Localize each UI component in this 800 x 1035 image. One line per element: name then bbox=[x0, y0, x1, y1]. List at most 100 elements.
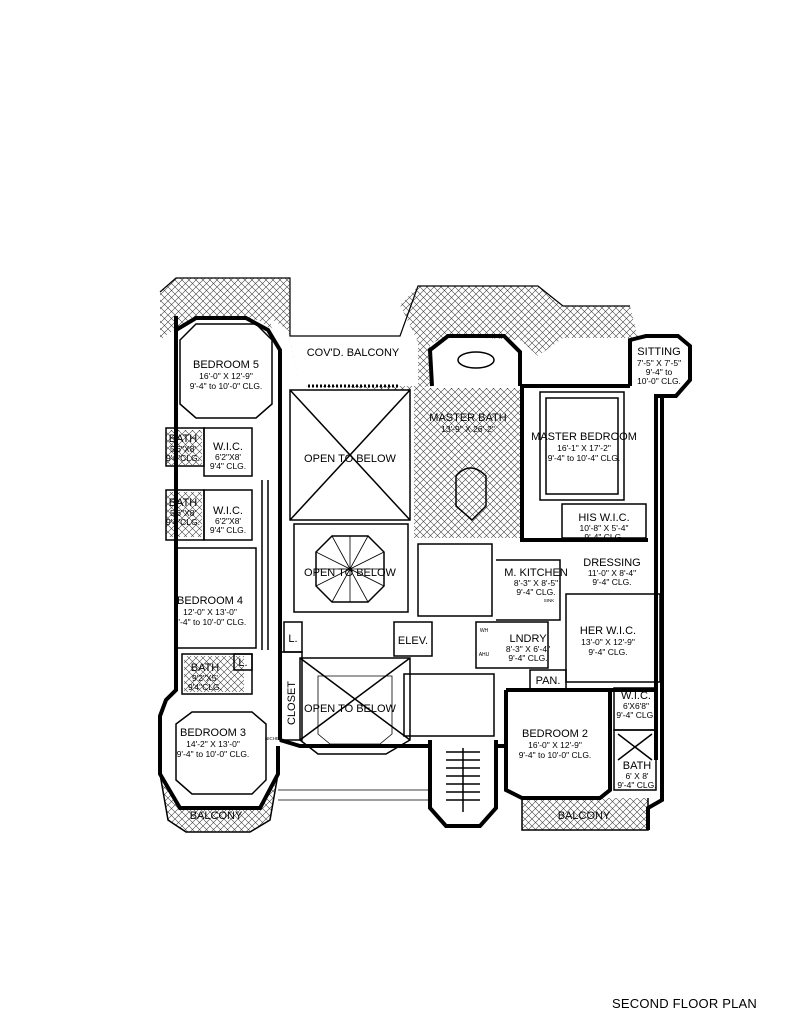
wic-b-size: 6'2"X8' bbox=[215, 516, 241, 526]
linen2-label: L. bbox=[238, 657, 247, 669]
balcony-right-hatch bbox=[522, 798, 648, 830]
lndry-box bbox=[475, 621, 549, 669]
bath-c-clg: 9'4"CLG. bbox=[188, 682, 222, 692]
bedroom5-label: BEDROOM 5 bbox=[193, 359, 259, 371]
bedroom2-size: 16'-0" X 12'-9" bbox=[528, 740, 582, 750]
master-bath-label: MASTER BATH bbox=[429, 412, 506, 424]
pan-label: PAN. bbox=[536, 675, 561, 687]
his-wic-size: 10'-8" X 5'-4" bbox=[580, 523, 629, 533]
lndry-clg: 9'-4" CLG. bbox=[508, 653, 547, 663]
master-bedroom-inner bbox=[539, 391, 625, 501]
m-kitchen-size: 8'-3" X 8'-5" bbox=[514, 578, 558, 588]
balcony-right-label: BALCONY bbox=[558, 810, 611, 822]
master-bedroom-size: 16'-1" X 17'-2" bbox=[557, 443, 611, 453]
stair-walls bbox=[428, 740, 498, 828]
covered-balcony-hatch bbox=[160, 278, 638, 390]
elev-box bbox=[393, 621, 433, 657]
stair-treads bbox=[446, 748, 480, 812]
bedroom5-octagon bbox=[179, 323, 273, 419]
bedroom4-label: BEDROOM 4 bbox=[177, 595, 243, 607]
dressing-size: 11'-0" X 8'-4" bbox=[588, 568, 636, 578]
open-to-below-1: OPEN TO BELOW bbox=[304, 453, 397, 465]
bath-d-size: 6' X 8' bbox=[625, 771, 648, 781]
bath-d-box bbox=[613, 729, 657, 791]
bedroom5-clg: 9'-4" to 10'-0" CLG. bbox=[190, 381, 263, 391]
bath-d-label: BATH bbox=[623, 760, 652, 772]
bedroom3-octagon bbox=[175, 711, 267, 795]
sitting-size: 7'-5" X 7'-5" bbox=[637, 358, 681, 368]
master-bath-shower bbox=[455, 467, 487, 522]
hatched-areas bbox=[160, 278, 648, 832]
bedroom4-clg: 9'-4" to 10'-0" CLG. bbox=[174, 617, 247, 627]
bath-d-clg: 9'-4" CLG. bbox=[617, 780, 656, 790]
wic-a-clg: 9'4" CLG. bbox=[210, 461, 246, 471]
room-labels: BEDROOM 5 16'-0" X 12'-9" 9'-4" to 10'-0… bbox=[166, 346, 681, 822]
master-bath-hatch bbox=[414, 388, 522, 538]
open-to-below-3: OPEN TO BELOW bbox=[304, 703, 397, 715]
wic-b-box bbox=[203, 489, 253, 541]
wic-c-label: W.I.C. bbox=[621, 690, 651, 702]
linen1-label: L. bbox=[288, 633, 297, 645]
bath-a-label: BATH bbox=[169, 433, 198, 445]
bedroom3-label: BEDROOM 3 bbox=[180, 727, 246, 739]
lndry-label: LNDRY bbox=[509, 633, 547, 645]
wic-a-box bbox=[203, 427, 253, 477]
octagon-rays bbox=[315, 535, 385, 603]
m-kitchen-label: M. KITCHEN bbox=[504, 567, 568, 579]
bath-c-label: BATH bbox=[191, 662, 220, 674]
bath-a-hatch bbox=[166, 430, 202, 465]
sitting-clg1: 9'-4" to bbox=[646, 367, 673, 377]
bedroom2-clg: 9'-4" to 10'-0" CLG. bbox=[519, 750, 592, 760]
master-bedroom-label: MASTER BEDROOM bbox=[531, 431, 637, 443]
corridor-left bbox=[261, 480, 269, 650]
ahu-label: AHU bbox=[479, 652, 490, 658]
bedroom4-box bbox=[176, 547, 257, 649]
wic-c-clg: 9'-4" CLG. bbox=[616, 710, 655, 720]
open-area-1 bbox=[289, 389, 411, 521]
lndry-size: 8'-3" X 6'-4" bbox=[506, 644, 550, 654]
linen2-box bbox=[233, 653, 253, 671]
sitting-label: SITTING bbox=[637, 346, 680, 358]
sink-label: SINK bbox=[544, 598, 555, 603]
his-wic-box bbox=[561, 503, 647, 539]
master-bath-bay bbox=[427, 334, 522, 387]
wic-a-label: W.I.C. bbox=[213, 441, 243, 453]
closet-label: CLOSET bbox=[286, 681, 298, 725]
open-area-2 bbox=[293, 523, 409, 613]
open-to-below-2: OPEN TO BELOW bbox=[304, 567, 397, 579]
bath-b-size: 5'6"X8' bbox=[170, 508, 196, 518]
bath-b-label: BATH bbox=[169, 497, 198, 509]
bath-a-size: 5'6"X8' bbox=[170, 444, 196, 454]
bedroom2-label: BEDROOM 2 bbox=[522, 728, 588, 740]
plan-title: SECOND FLOOR PLAN bbox=[612, 996, 757, 1011]
balcony-left-label: BALCONY bbox=[190, 810, 243, 822]
balcony-rail-left bbox=[159, 773, 279, 833]
bath-c-box bbox=[181, 653, 253, 695]
dressing-label: DRESSING bbox=[583, 557, 640, 569]
partitions bbox=[159, 323, 661, 833]
balcony-left-hatch bbox=[160, 774, 278, 832]
center-lower-wall bbox=[279, 738, 506, 748]
bath-c-size: 9'2"X5' bbox=[192, 673, 218, 683]
covd-balcony-label: COV'D. BALCONY bbox=[307, 347, 400, 359]
bath-b-clg: 9'4"CLG. bbox=[166, 517, 200, 527]
center-box-2 bbox=[403, 673, 495, 737]
balcony-parapet-top bbox=[159, 277, 630, 337]
master-bedroom-clg: 9'-4" to 10'-4" CLG. bbox=[548, 453, 621, 463]
wic-a-size: 6'2"X8' bbox=[215, 452, 241, 462]
bedroom5-size: 16'-0" X 12'-9" bbox=[199, 371, 253, 381]
dome-inner bbox=[317, 675, 393, 745]
pan-box bbox=[529, 669, 567, 691]
her-wic-clg: 9'-4" CLG. bbox=[588, 647, 627, 657]
kitchen-box bbox=[496, 559, 561, 621]
wic-c-size: 6'X6'8" bbox=[623, 701, 649, 711]
bedroom3-size: 14'-2" X 13'-0" bbox=[186, 739, 240, 749]
his-wic-clg: 9'-4" CLG. bbox=[584, 532, 623, 542]
closet-box bbox=[279, 651, 303, 741]
m-kitchen-clg: 9'-4" CLG. bbox=[516, 587, 555, 597]
elev-label: ELEV. bbox=[398, 635, 428, 647]
water-heater-label: WH bbox=[480, 628, 489, 634]
master-bath-oval bbox=[457, 351, 495, 369]
bath-b-hatch bbox=[166, 492, 202, 537]
